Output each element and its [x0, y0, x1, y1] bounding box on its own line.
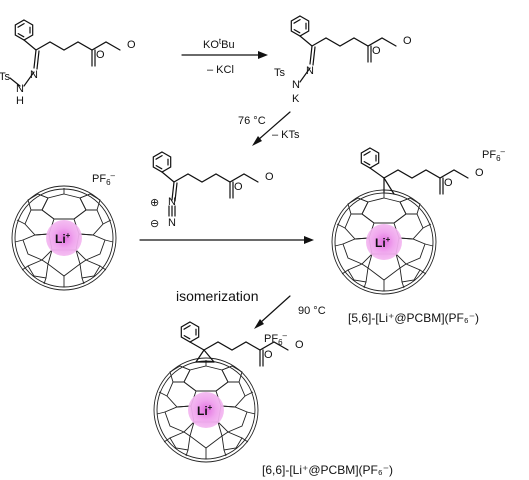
atom-n-1: N — [30, 69, 38, 81]
arrow-step-4: isomerization 90 °C — [176, 288, 326, 329]
byproduct-kcl: – KCl — [207, 64, 234, 76]
atom-h: H — [16, 95, 24, 107]
atom-n-5: N — [168, 196, 176, 208]
atom-n-3: N — [306, 65, 314, 77]
charge-minus: ⊖ — [150, 218, 159, 230]
atom-n-4: N — [292, 79, 300, 91]
diazo-compound: N N ⊕ ⊖ O O — [150, 151, 274, 230]
loss-kts: – KTs — [272, 129, 300, 141]
atom-n-6: N — [168, 217, 176, 229]
atom-ts-2: Ts — [274, 67, 286, 79]
li-glow-1 — [46, 220, 82, 256]
potassium-hydrazonide: N N K Ts O O — [274, 15, 412, 105]
product-6-6: Li+ O O PF6– [6,6]-[Li⁺@PCBM](PF₆⁻) — [153, 321, 393, 477]
atom-o-carbonyl-1: O — [127, 39, 136, 51]
isomerization-label: isomerization — [176, 288, 258, 304]
tosylhydrazone: N N H Ts O O — [0, 19, 136, 107]
pf6-1: PF6– — [92, 171, 116, 187]
temp-90: 90 °C — [298, 305, 326, 317]
atom-n-2: N — [16, 83, 24, 95]
pf6-3: PF6– — [264, 331, 288, 347]
li-glow-3 — [188, 392, 224, 428]
li-glow-2 — [366, 224, 402, 260]
li-c60-reactant: Li+ PF6– — [11, 171, 117, 291]
arrow-step-3 — [139, 236, 314, 244]
product-5-6-label: [5,6]-[Li⁺@PCBM](PF₆⁻) — [348, 311, 479, 325]
li-label-2: Li+ — [375, 235, 391, 250]
arrow-step-1: KOtBu – KCl — [181, 37, 268, 76]
atom-o-ester-5: O — [264, 349, 273, 361]
atom-o-carbonyl-4: O — [475, 167, 484, 179]
charge-plus: ⊕ — [150, 197, 159, 209]
arrow-step-2: 76 °C – KTs — [238, 111, 300, 146]
product-6-6-label: [6,6]-[Li⁺@PCBM](PF₆⁻) — [262, 463, 393, 477]
atom-o-ester-4: O — [444, 177, 453, 189]
li-label-3: Li+ — [197, 403, 213, 418]
atom-o-carbonyl-5: O — [295, 339, 304, 351]
atom-o-ester-2: O — [372, 45, 381, 57]
reagent-kotbu: KOtBu — [203, 37, 235, 51]
product-5-6: Li+ O O PF6– [5,6]-[Li⁺@PCBM](PF₆⁻) — [331, 147, 506, 325]
atom-o-carbonyl-2: O — [403, 35, 412, 47]
atom-o-ester-3: O — [234, 181, 243, 193]
atom-k: K — [292, 93, 300, 105]
atom-ts: Ts — [0, 71, 11, 83]
temp-76: 76 °C — [238, 115, 266, 127]
atom-o-carbonyl-3: O — [265, 171, 274, 183]
li-label-1: Li+ — [55, 231, 71, 246]
atom-o-ester-1: O — [96, 49, 105, 61]
pf6-2: PF6– — [482, 147, 506, 163]
